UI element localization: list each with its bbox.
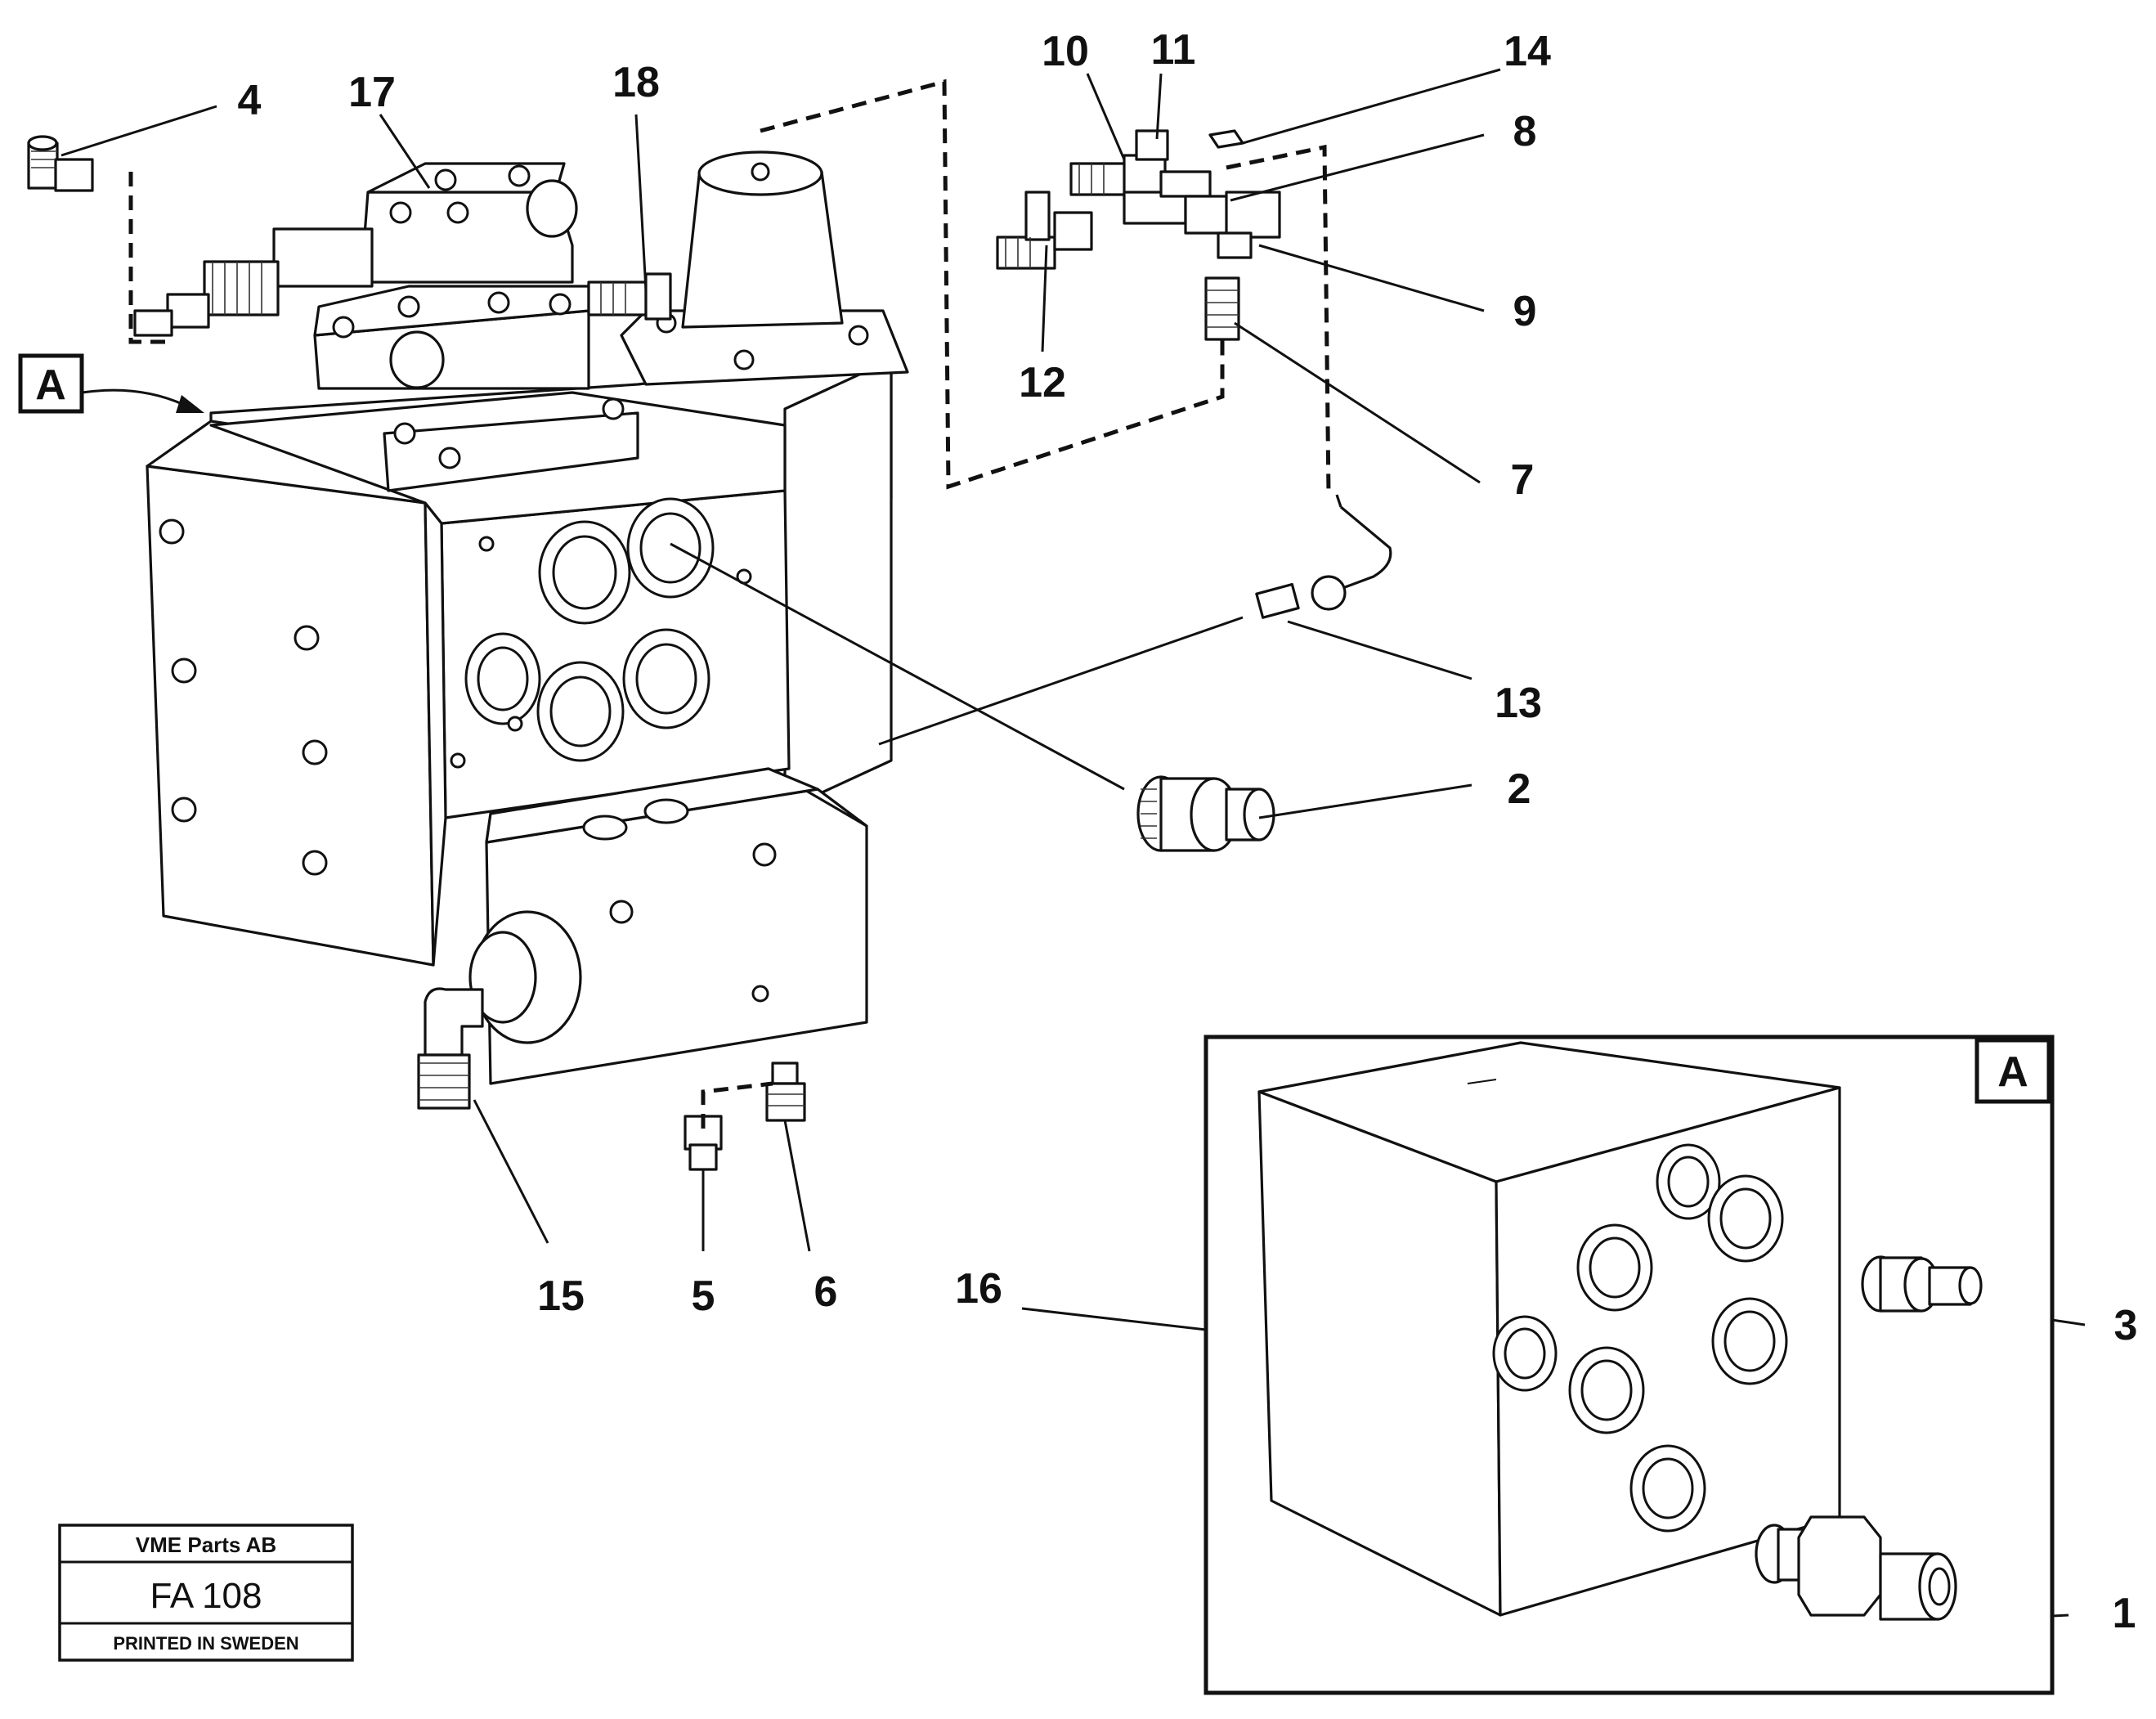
fitting-3-nipple (1861, 1255, 1983, 1313)
title-block: VME Parts AB FA 108 PRINTED IN SWEDEN (58, 1524, 354, 1662)
callout-11: 11 (1151, 26, 1196, 74)
callout-7: 7 (1511, 456, 1535, 504)
fitting-4-elbow (27, 135, 94, 192)
fitting-15-elbow (417, 987, 484, 1110)
solenoid-valves (133, 162, 672, 492)
title-code: FA 108 (150, 1576, 262, 1616)
detail-view-a (1204, 1035, 2055, 1695)
callout-5: 5 (692, 1272, 715, 1320)
svg-text:A: A (1997, 1048, 2028, 1096)
callout-12: 12 (1019, 359, 1066, 406)
fitting-5-plug (684, 1115, 723, 1171)
title-footer: PRINTED IN SWEDEN (113, 1633, 298, 1654)
callout-1: 1 (2113, 1590, 2136, 1637)
view-arrow-a (81, 388, 204, 413)
callout-15: 15 (537, 1272, 585, 1320)
fitting-1-coupling (1755, 1515, 1957, 1621)
callout-labels: 1 2 3 4 5 6 7 8 9 10 11 12 13 14 15 16 1… (238, 26, 2138, 1637)
fitting-2-nipple (1136, 775, 1275, 852)
callout-14: 14 (1504, 28, 1551, 75)
lower-valve-block (468, 767, 868, 1085)
callout-10: 10 (1042, 28, 1089, 75)
callout-3: 3 (2114, 1302, 2138, 1349)
callout-9: 9 (1513, 288, 1537, 335)
view-marker-a: A (18, 353, 84, 414)
fitting-group-8-12 (996, 129, 1281, 270)
callout-16: 16 (955, 1265, 1002, 1313)
callout-4: 4 (238, 77, 262, 124)
callout-17: 17 (348, 69, 396, 116)
pressure-reducing-valve (620, 150, 909, 386)
callout-13: 13 (1495, 680, 1542, 727)
fitting-6-nipple (765, 1061, 806, 1122)
callout-6: 6 (814, 1268, 838, 1316)
leader-lines (61, 68, 2086, 1625)
callout-18: 18 (612, 59, 660, 106)
svg-text:A: A (35, 361, 66, 409)
fitting-7-check (1204, 276, 1240, 341)
port-holes (450, 497, 752, 769)
fitting-13-union (1255, 494, 1392, 619)
callout-2: 2 (1508, 765, 1531, 813)
pipe-runs (128, 79, 1331, 1129)
title-company: VME Parts AB (136, 1533, 276, 1557)
callout-8: 8 (1513, 108, 1537, 155)
detail-marker-a: A (1974, 1038, 2051, 1104)
